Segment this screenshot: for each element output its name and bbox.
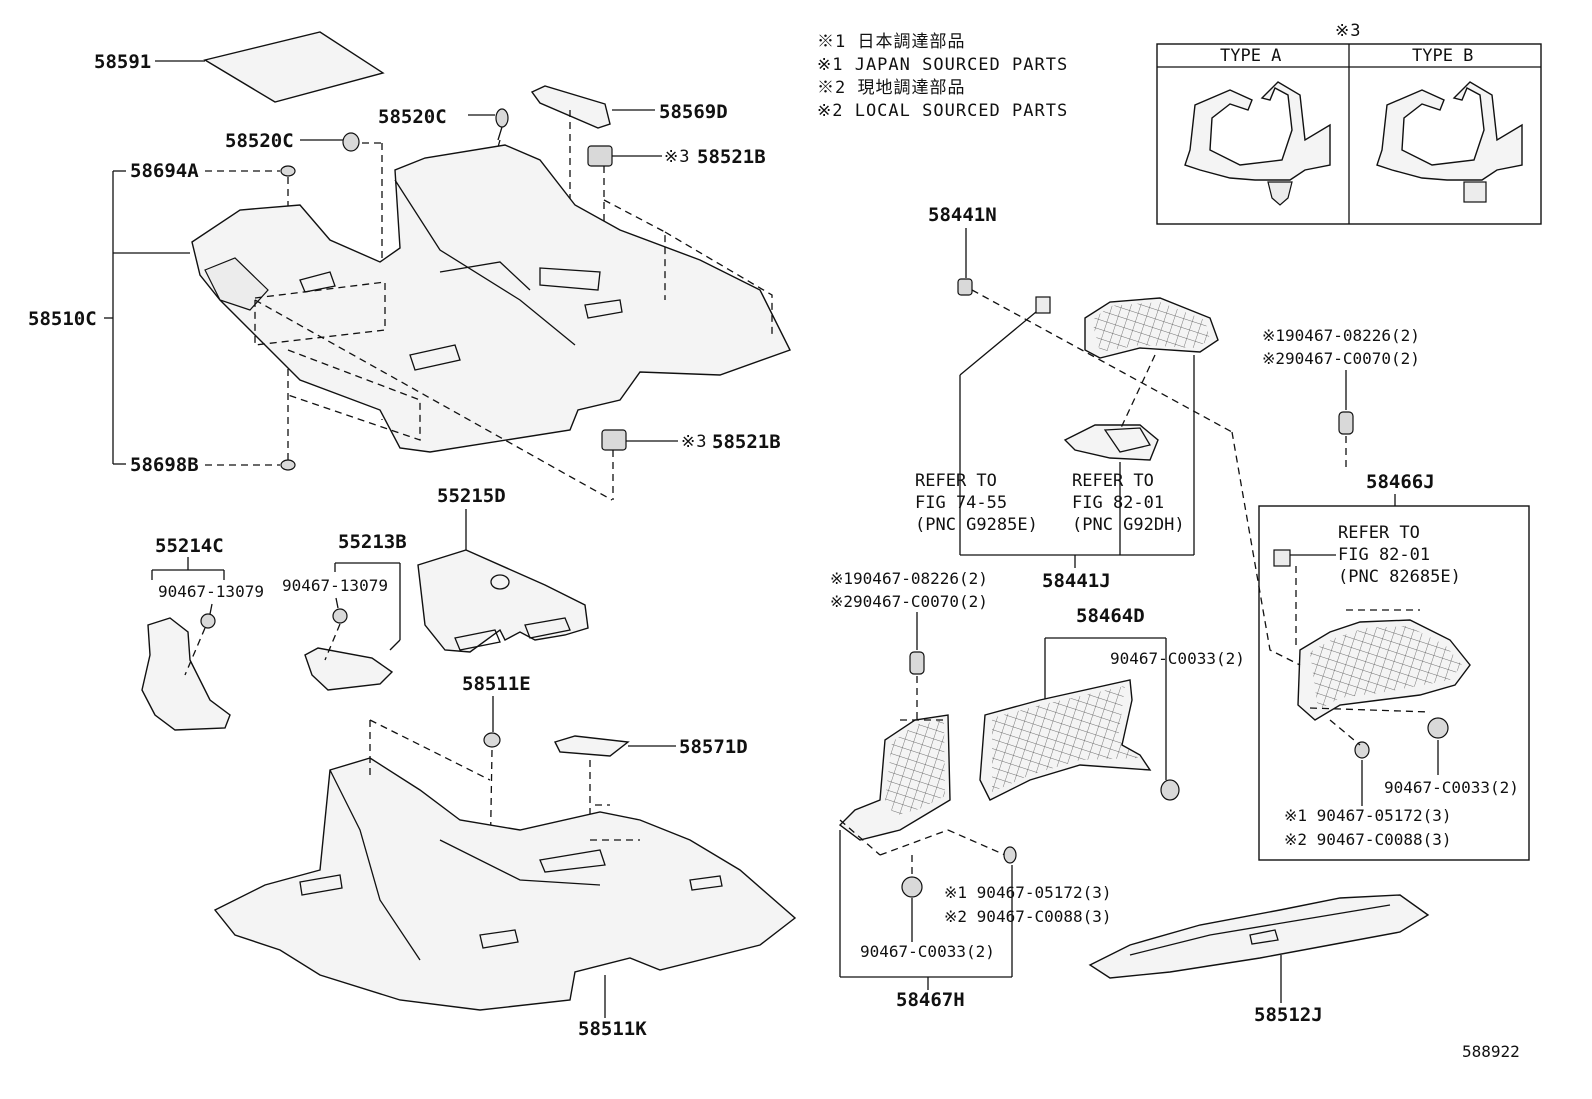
label-58512J: 58512J (1254, 1004, 1323, 1026)
clip-90467-08226-left (909, 612, 925, 760)
clip-90467-08226-right (1338, 370, 1354, 470)
guide-58441N-58466J (1231, 431, 1301, 666)
inset-clip-type-a (1184, 81, 1331, 206)
label-58521B-upper: 58521B (697, 146, 766, 168)
carpet-58510C (191, 144, 791, 453)
bracket-55213B (334, 562, 401, 651)
inset-box (1156, 43, 1542, 225)
ref2-line1: REFER TO (1072, 471, 1154, 491)
ref3-line1: REFER TO (1338, 523, 1420, 543)
label-58521B-lower: 58521B (712, 431, 781, 453)
label-l0070-left: ※290467-C0070(2) (830, 592, 988, 611)
label-j05172-left: ※1 90467-05172(3) (944, 883, 1112, 902)
label-58464D: 58464D (1076, 605, 1145, 627)
label-l0088-left: ※2 90467-C0088(3) (944, 907, 1112, 926)
diagram-id: 588922 (1462, 1042, 1520, 1061)
bracket-58441J (959, 296, 1194, 568)
carpet-guides (254, 199, 773, 501)
label-l0088-right: ※2 90467-C0088(3) (1284, 830, 1452, 849)
panel-58441-small (1063, 354, 1159, 461)
panel-58441-upper (1084, 297, 1219, 555)
label-c0033-right: 90467-C0033(2) (1384, 778, 1519, 797)
mark3-upper: ※3 (664, 147, 690, 167)
panel-55214C (141, 603, 231, 731)
label-55213B: 55213B (338, 531, 407, 553)
inset-type-b: TYPE B (1412, 46, 1473, 66)
label-58441J: 58441J (1042, 570, 1111, 592)
label-90467-13079-left: 90467-13079 (158, 582, 264, 601)
ref-fig-82-01-b: REFER TO FIG 82-01 (PNC 82685E) (1338, 523, 1461, 587)
ref1-line1: REFER TO (915, 471, 997, 491)
bracket-58467H (839, 830, 1013, 990)
carpet-58511K-guides (369, 719, 640, 841)
label-55215D: 55215D (437, 485, 506, 507)
label-58520C-lower: 58520C (225, 130, 294, 152)
bracket-55214C (151, 557, 225, 580)
ref-fig-82-01-a: REFER TO FIG 82-01 (PNC G92DH) (1072, 471, 1185, 535)
label-c0033-mid: 90467-C0033(2) (1110, 649, 1245, 668)
label-c0033-bottom: 90467-C0033(2) (860, 942, 995, 961)
note-2-en: ※2 LOCAL SOURCED PARTS (817, 101, 1068, 121)
label-j05172-right: ※1 90467-05172(3) (1284, 806, 1452, 825)
label-55214C: 55214C (155, 535, 224, 557)
panel-55213B (304, 597, 394, 691)
grommet-58698B (205, 459, 296, 471)
label-58591: 58591 (94, 51, 151, 73)
clip-58441N (957, 228, 1233, 433)
ref3-line2: FIG 82-01 (1338, 545, 1430, 565)
panel-58512J (1088, 894, 1430, 1003)
ref2-line2: FIG 82-01 (1072, 493, 1164, 513)
hook-58521B-lower (601, 429, 678, 500)
ref2-line3: (PNC G92DH) (1072, 515, 1185, 535)
mat-58591 (155, 31, 385, 103)
note-1-en: ※1 JAPAN SOURCED PARTS (817, 55, 1068, 75)
inset-type-a: TYPE A (1220, 46, 1281, 66)
inset-marker: ※3 (1335, 21, 1361, 41)
label-58467H: 58467H (896, 989, 965, 1011)
label-58694A: 58694A (130, 160, 199, 182)
label-j08226-right: ※190467-08226(2) (1262, 326, 1420, 345)
ref-fig-74-55: REFER TO FIG 74-55 (PNC G9285E) (915, 471, 1038, 535)
panel-58464D (979, 679, 1180, 801)
inset-clip-type-b (1376, 81, 1523, 203)
panel-58467H (838, 714, 1017, 898)
bracket-58510C (104, 170, 190, 465)
ref3-line3: (PNC 82685E) (1338, 567, 1461, 587)
ref1-line2: FIG 74-55 (915, 493, 1007, 513)
label-j08226-left: ※190467-08226(2) (830, 569, 988, 588)
panel-58466J (1273, 549, 1471, 806)
grommet-58694A (205, 165, 296, 460)
label-58698B: 58698B (130, 454, 199, 476)
label-l0070-right: ※290467-C0070(2) (1262, 349, 1420, 368)
box-58466J (1258, 494, 1530, 861)
label-58441N: 58441N (928, 204, 997, 226)
bracket-58464D (1044, 637, 1167, 780)
label-58571D: 58571D (679, 736, 748, 758)
label-58520C-upper: 58520C (378, 106, 447, 128)
note-2-jp: ※2 現地調達部品 (817, 78, 965, 98)
label-58510C: 58510C (28, 308, 97, 330)
ref1-line3: (PNC G9285E) (915, 515, 1038, 535)
label-58511E: 58511E (462, 673, 531, 695)
label-90467-13079-right: 90467-13079 (282, 576, 388, 595)
label-58511K: 58511K (578, 1018, 647, 1040)
label-58569D: 58569D (659, 101, 728, 123)
label-58466J: 58466J (1366, 471, 1435, 493)
mark3-lower: ※3 (681, 432, 707, 452)
note-1-jp: ※1 日本調達部品 (817, 32, 965, 52)
carpet-58511K (213, 757, 797, 1011)
mat-55215D (417, 509, 589, 653)
